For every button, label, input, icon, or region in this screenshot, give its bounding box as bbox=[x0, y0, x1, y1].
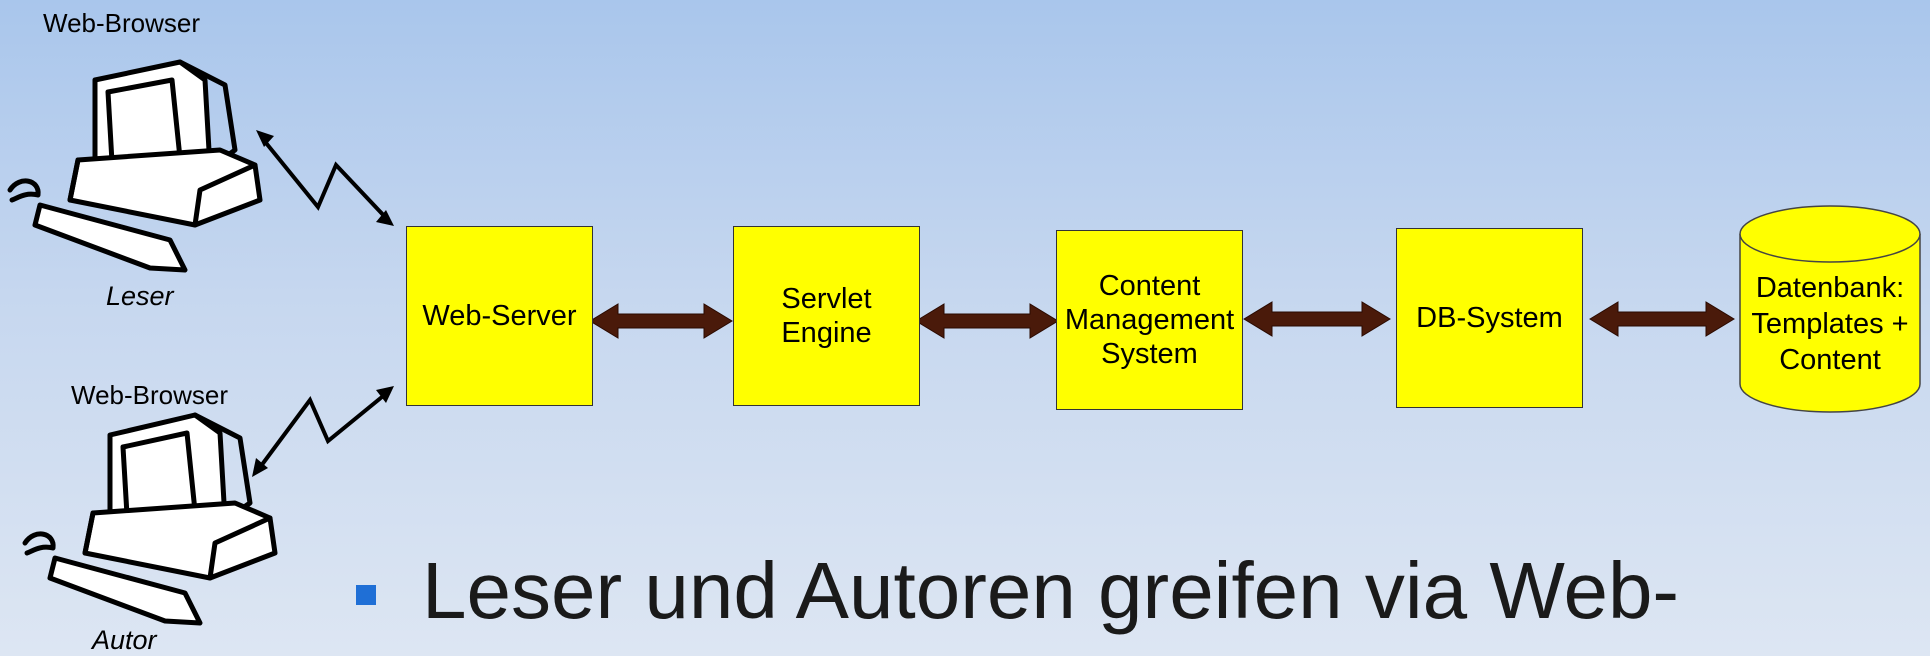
client-top-label-leser: Web-Browser bbox=[43, 8, 201, 38]
node-web-server-label: Web-Server bbox=[422, 300, 577, 332]
database-cylinder bbox=[1739, 205, 1921, 413]
computer-icon-autor bbox=[22, 412, 278, 626]
arrowhead-autor-client bbox=[252, 458, 268, 477]
node-cms: Content Management System bbox=[1056, 230, 1243, 410]
double-arrow-servlet-cms bbox=[915, 303, 1059, 339]
node-db-system-label: DB-System bbox=[1416, 302, 1563, 334]
client-top-label-autor: Web-Browser bbox=[71, 380, 229, 410]
double-arrow-webserver-servlet bbox=[589, 303, 733, 339]
arrowhead-leser-client bbox=[256, 130, 274, 147]
double-arrow-dbsystem-datenbank bbox=[1589, 301, 1735, 337]
client-role-label-leser: Leser bbox=[106, 281, 174, 311]
lightning-connector-leser bbox=[260, 136, 390, 222]
lightning-connector-autor bbox=[256, 390, 390, 472]
arrowhead-autor-server bbox=[376, 386, 394, 403]
node-web-server: Web-Server bbox=[406, 226, 593, 406]
double-arrow-cms-dbsystem bbox=[1243, 301, 1391, 337]
node-datenbank-label: Datenbank: Templates + Content bbox=[1751, 272, 1909, 376]
computer-icon-leser bbox=[7, 59, 263, 273]
node-servlet-engine: Servlet Engine bbox=[733, 226, 920, 406]
client-role-label-autor: Autor bbox=[92, 625, 157, 655]
node-servlet-engine-label: Servlet Engine bbox=[781, 283, 872, 349]
arrowhead-leser-server bbox=[376, 210, 394, 226]
bullet-text: Leser und Autoren greifen via Web- bbox=[422, 546, 1680, 635]
bullet-marker bbox=[356, 585, 376, 605]
node-db-system: DB-System bbox=[1396, 228, 1583, 408]
node-cms-label: Content Management System bbox=[1064, 270, 1235, 370]
